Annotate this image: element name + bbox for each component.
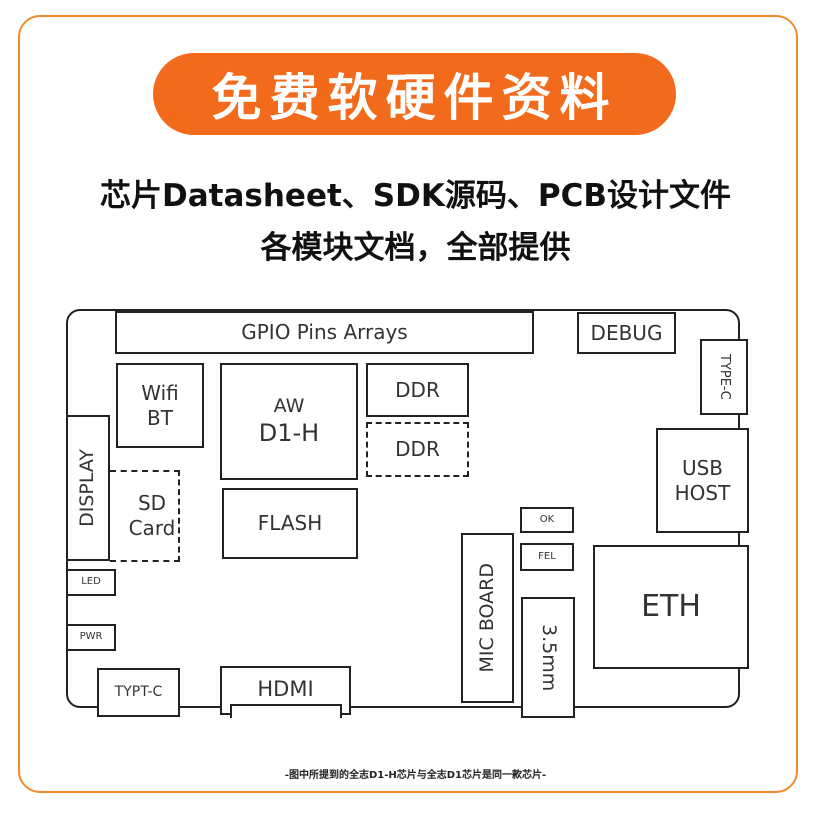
ddr-chip-1: DDR <box>366 363 469 417</box>
ok-label: OK <box>539 513 555 525</box>
flash-label: FLASH <box>257 511 323 535</box>
power-indicator: PWR <box>66 624 116 651</box>
fel-label: FEL <box>538 550 556 562</box>
outer-frame <box>18 15 798 793</box>
type-c-label: TYPE-C <box>717 354 733 400</box>
fel-button: FEL <box>520 543 574 571</box>
bottom-type-c-port: TYPT-C <box>97 668 180 717</box>
flash-chip: FLASH <box>222 488 358 559</box>
gpio-label: GPIO Pins Arrays <box>241 320 408 344</box>
usb-host-port: USB HOST <box>656 428 749 533</box>
d1h-label: D1-H <box>258 419 320 448</box>
led-label: LED <box>81 576 101 588</box>
subtitle-line-1: 芯片Datasheet、SDK源码、PCB设计文件 <box>100 178 731 214</box>
soc-chip: AW D1-H <box>220 363 358 480</box>
gpio-header: GPIO Pins Arrays <box>115 311 534 354</box>
debug-label: DEBUG <box>590 320 663 345</box>
usb-label: USB <box>681 455 724 480</box>
bt-label: BT <box>147 405 173 430</box>
aw-label: AW <box>273 394 305 417</box>
card-label: Card <box>128 516 176 540</box>
pwr-label: PWR <box>79 631 103 643</box>
bottom-type-c-label: TYPT-C <box>114 683 163 700</box>
title-banner: 免费软硬件资料 <box>153 53 676 135</box>
wifi-bt-module: Wifi BT <box>116 363 204 448</box>
ddr-label-1: DDR <box>395 377 440 402</box>
type-c-port: TYPE-C <box>700 339 748 415</box>
audio-jack: 3.5mm <box>521 597 575 718</box>
hdmi-port-tab <box>230 704 342 718</box>
wifi-label: Wifi <box>141 380 179 405</box>
display-label: DISPLAY <box>76 449 99 527</box>
mic-board-label: MIC BOARD <box>475 563 498 673</box>
sd-card-slot: SD Card <box>110 470 180 562</box>
ethernet-port: ETH <box>593 545 749 669</box>
host-label: HOST <box>674 480 731 505</box>
debug-port: DEBUG <box>577 312 676 354</box>
footnote: -图中所提到的全志D1-H芯片与全志D1芯片是同一款芯片- <box>284 770 547 781</box>
sd-label: SD <box>137 491 167 515</box>
ddr-label-2: DDR <box>395 437 440 461</box>
ddr-chip-2: DDR <box>366 422 469 477</box>
audio-jack-label: 3.5mm <box>537 623 560 692</box>
hdmi-label: HDMI <box>257 677 314 701</box>
ok-button: OK <box>520 507 574 533</box>
display-connector: DISPLAY <box>66 415 110 561</box>
led-indicator: LED <box>66 569 116 596</box>
eth-label: ETH <box>641 589 701 625</box>
subtitle-line-2: 各模块文档，全部提供 <box>260 230 571 266</box>
mic-board: MIC BOARD <box>461 533 514 703</box>
